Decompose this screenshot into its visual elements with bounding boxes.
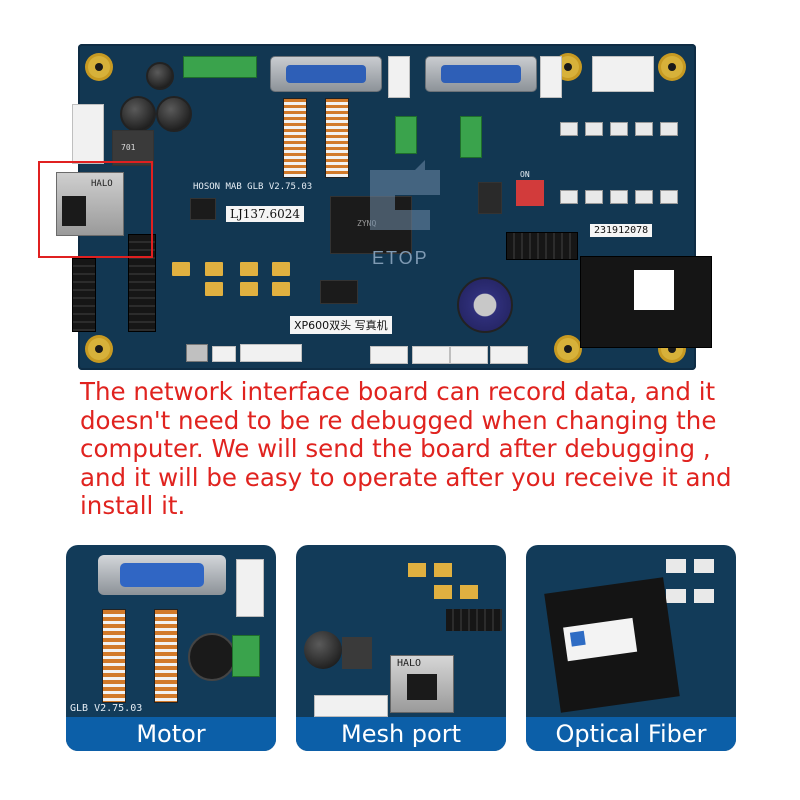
pin-header [446, 609, 502, 631]
serial-sticker: LJ137.6024 [226, 206, 305, 222]
white-connector [212, 346, 236, 362]
dsub-connector [98, 555, 226, 595]
driver-block [610, 190, 628, 204]
white-connector [412, 346, 450, 364]
smd-part [172, 262, 190, 276]
driver-block [585, 122, 603, 136]
mounting-hole [557, 56, 579, 78]
chip [190, 198, 216, 220]
smd-part [240, 262, 258, 276]
capacitor [457, 277, 513, 333]
inductor [342, 637, 372, 669]
capacitor [304, 631, 342, 669]
smd-part [205, 282, 223, 296]
optical-fiber-window [634, 270, 674, 310]
driver-block [666, 589, 686, 603]
driver-block [635, 122, 653, 136]
white-connector [540, 56, 562, 98]
dip-label: ON [520, 170, 530, 179]
thumbnail-caption: Optical Fiber [526, 717, 736, 751]
white-connector [72, 104, 104, 164]
white-connector [490, 346, 528, 364]
smd-part [272, 282, 290, 296]
ribbon-connector [154, 609, 178, 703]
rj45-port [62, 196, 86, 226]
driver-block [585, 190, 603, 204]
thumbnail-mesh-port: HALO Mesh port [296, 545, 506, 751]
driver-block [694, 589, 714, 603]
capacitor [156, 96, 192, 132]
highlight-box [38, 161, 153, 258]
white-connector [370, 346, 408, 364]
description-text: The network interface board can record d… [80, 377, 732, 520]
dsub-connector [425, 56, 537, 92]
pin-header [72, 258, 96, 332]
capacitor [146, 62, 174, 90]
display-digit [478, 182, 502, 214]
rj45-connector: HALO [390, 655, 454, 713]
driver-block [666, 559, 686, 573]
terminal-block [183, 56, 257, 78]
thumbnail-caption: Mesh port [296, 717, 506, 751]
thumbnail-caption: Motor [66, 717, 276, 751]
driver-block [694, 559, 714, 573]
driver-block [660, 190, 678, 204]
white-connector [450, 346, 488, 364]
white-connector [592, 56, 654, 92]
thumbnail-optical-fiber: Optical Fiber [526, 545, 736, 751]
smd-part [434, 585, 452, 599]
terminal-block [395, 116, 417, 154]
thumbnail-silkscreen: HALO [397, 658, 422, 669]
white-connector [388, 56, 410, 98]
terminal-block [232, 635, 260, 677]
mounting-hole [88, 56, 110, 78]
reset-button [186, 344, 208, 362]
thumbnail-motor: GLB V2.75.03 Motor [66, 545, 276, 751]
watermark-text: ETOP [372, 248, 429, 268]
smd-part [272, 262, 290, 276]
dip-switch: ON [516, 170, 544, 206]
smd-part [460, 585, 478, 599]
buzzer [188, 633, 236, 681]
smd-part [240, 282, 258, 296]
thumbnail-silkscreen: GLB V2.75.03 [70, 703, 143, 714]
watermark-logo [370, 160, 440, 230]
capacitor [120, 96, 156, 132]
rj45-label: HALO [91, 179, 113, 189]
ribbon-connector [325, 98, 349, 178]
driver-block [660, 122, 678, 136]
chip-label: ZYNQ [357, 219, 377, 228]
inductor-label: 701 [121, 143, 136, 152]
ribbon-connector [283, 98, 307, 178]
board-model-silkscreen: HOSON MAB GLB V2.75.03 [193, 182, 313, 192]
white-connector [236, 559, 264, 617]
smd-part [434, 563, 452, 577]
smd-part [408, 563, 426, 577]
driver-block [560, 122, 578, 136]
mounting-hole [557, 338, 579, 360]
id-sticker: 231912078 [590, 224, 653, 237]
driver-block [610, 122, 628, 136]
driver-block [560, 190, 578, 204]
pin-header [506, 232, 578, 260]
optical-fiber-module [544, 577, 680, 713]
mounting-hole [88, 338, 110, 360]
ribbon-connector [102, 609, 126, 703]
inductor: 701 [112, 130, 154, 166]
mounting-hole [661, 56, 683, 78]
driver-block [635, 190, 653, 204]
dsub-connector [270, 56, 382, 92]
white-connector [314, 695, 388, 717]
white-connector [240, 344, 302, 362]
smd-part [205, 262, 223, 276]
terminal-block [460, 116, 482, 158]
memory-chip [320, 280, 358, 304]
bottom-sticker: XP600双头 写真机 [290, 316, 392, 334]
